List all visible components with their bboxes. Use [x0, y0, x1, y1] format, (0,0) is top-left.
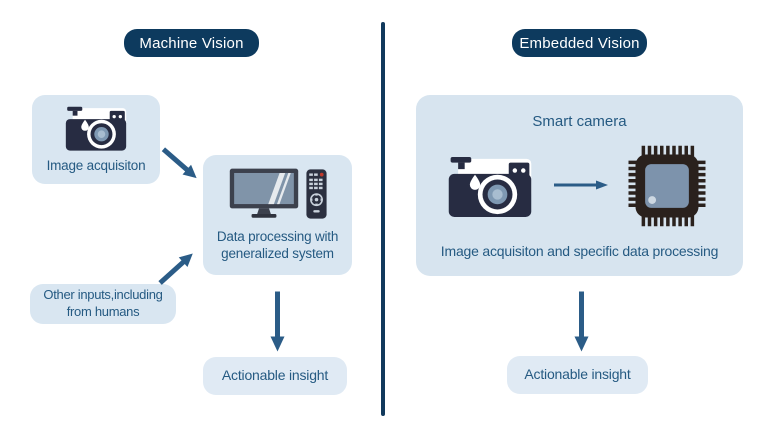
actionable-insight-label-left: Actionable insight	[221, 367, 329, 384]
chip-icon	[625, 140, 709, 237]
embedded-vision-header: Embedded Vision	[512, 29, 647, 57]
panel-divider	[381, 22, 385, 416]
smart-camera-box: Smart camera	[416, 95, 743, 276]
embedded-vision-header-label: Embedded Vision	[519, 34, 640, 52]
actionable-insight-label-right: Actionable insight	[524, 366, 631, 383]
monitor-icon	[229, 168, 299, 224]
other-inputs-box: Other inputs,including from humans	[30, 284, 176, 324]
smart-camera-title: Smart camera	[532, 113, 627, 130]
data-processing-box: Data processing with generalized system	[203, 155, 352, 275]
image-acquisition-label: Image acquisiton	[46, 158, 146, 174]
image-acquisition-box: Image acquisiton	[32, 95, 160, 184]
data-processing-label: Data processing with generalized system	[216, 228, 339, 261]
actionable-insight-box-right: Actionable insight	[507, 356, 648, 394]
smart-camera-caption: Image acquisiton and specific data proce…	[440, 243, 719, 259]
arrow-camera-to-chip	[553, 178, 609, 196]
other-inputs-label: Other inputs,including from humans	[43, 287, 163, 319]
arrow-image-to-processing	[155, 143, 202, 188]
machine-vision-header: Machine Vision	[124, 29, 259, 57]
arrow-inputs-to-processing	[155, 248, 202, 293]
actionable-insight-box-left: Actionable insight	[203, 357, 347, 395]
camera-icon	[445, 153, 535, 224]
remote-control-icon	[305, 169, 327, 224]
machine-vision-header-label: Machine Vision	[139, 34, 244, 52]
arrow-processing-to-insight	[266, 291, 285, 353]
arrow-smartcamera-to-insight	[570, 291, 589, 353]
camera-icon	[63, 104, 129, 157]
